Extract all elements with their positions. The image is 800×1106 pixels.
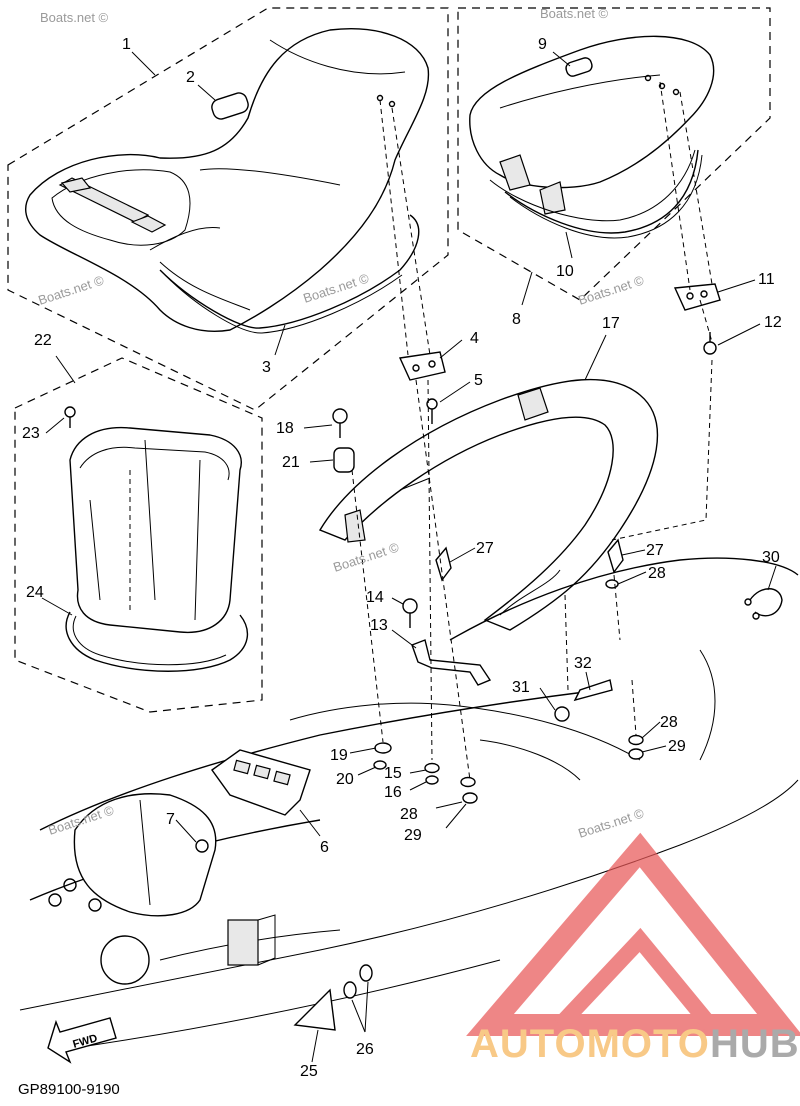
callout-22: 22 (34, 332, 52, 349)
assembly-lines (351, 81, 713, 781)
callout-28b: 28 (660, 714, 678, 731)
callout-14: 14 (366, 589, 384, 606)
callout-10: 10 (556, 263, 574, 280)
callout-2: 2 (186, 69, 195, 86)
callout-29b: 29 (404, 827, 422, 844)
drawing-code: GP89100-9190 (18, 1081, 120, 1098)
callout-numbers: 1 2 3 4 5 6 7 8 9 10 11 12 13 14 15 16 1… (22, 36, 782, 1080)
rear-seat (469, 35, 715, 239)
seat-bracket (318, 378, 659, 631)
forward-arrow-icon: FWD (47, 1017, 117, 1064)
callout-5: 5 (474, 372, 483, 389)
watermark-text: Boats.net © (576, 805, 646, 840)
callout-27a: 27 (476, 540, 494, 557)
leader-lines (41, 51, 777, 1063)
callout-23: 23 (22, 425, 40, 442)
callout-27b: 27 (646, 542, 664, 559)
front-seat (24, 28, 430, 334)
callout-11: 11 (758, 271, 775, 288)
watermark-text: Boats.net © (540, 6, 609, 21)
callout-7: 7 (166, 811, 175, 828)
storage-bin (64, 406, 249, 672)
callout-25: 25 (300, 1063, 318, 1080)
callout-1: 1 (122, 36, 131, 53)
automotohub-logo: AUTOMOTO HUB (466, 832, 800, 1066)
callout-18: 18 (276, 420, 294, 437)
callout-4: 4 (470, 330, 479, 347)
callout-29a: 29 (668, 738, 686, 755)
hull-deck (19, 557, 799, 1051)
callout-30: 30 (762, 549, 780, 566)
group-box-rear-seat (457, 7, 771, 301)
watermark-text: Boats.net © (331, 539, 401, 574)
callout-17: 17 (602, 315, 620, 332)
callout-9: 9 (538, 36, 547, 53)
callout-32: 32 (574, 655, 592, 672)
callout-31: 31 (512, 679, 530, 696)
callout-3: 3 (262, 359, 271, 376)
brand-prefix: AUTOMOTO (470, 1022, 710, 1066)
hardware (195, 283, 783, 999)
group-box-front-seat (7, 7, 449, 411)
callout-8: 8 (512, 311, 521, 328)
watermark-text: Boats.net © (576, 272, 646, 307)
callout-6: 6 (320, 839, 329, 856)
callout-24: 24 (26, 584, 44, 601)
watermark-text: Boats.net © (36, 272, 106, 307)
callout-19: 19 (330, 747, 348, 764)
group-box-storage-bin (14, 357, 263, 713)
callout-28a: 28 (648, 565, 666, 582)
callout-26: 26 (356, 1041, 374, 1058)
watermark-text: Boats.net © (40, 10, 109, 25)
callout-20: 20 (336, 771, 354, 788)
callout-13: 13 (370, 617, 388, 634)
callout-15: 15 (384, 765, 402, 782)
brand-suffix: HUB (710, 1022, 800, 1066)
callout-21: 21 (282, 454, 300, 471)
callout-16: 16 (384, 784, 402, 801)
callout-12: 12 (764, 314, 782, 331)
callout-28c: 28 (400, 806, 418, 823)
